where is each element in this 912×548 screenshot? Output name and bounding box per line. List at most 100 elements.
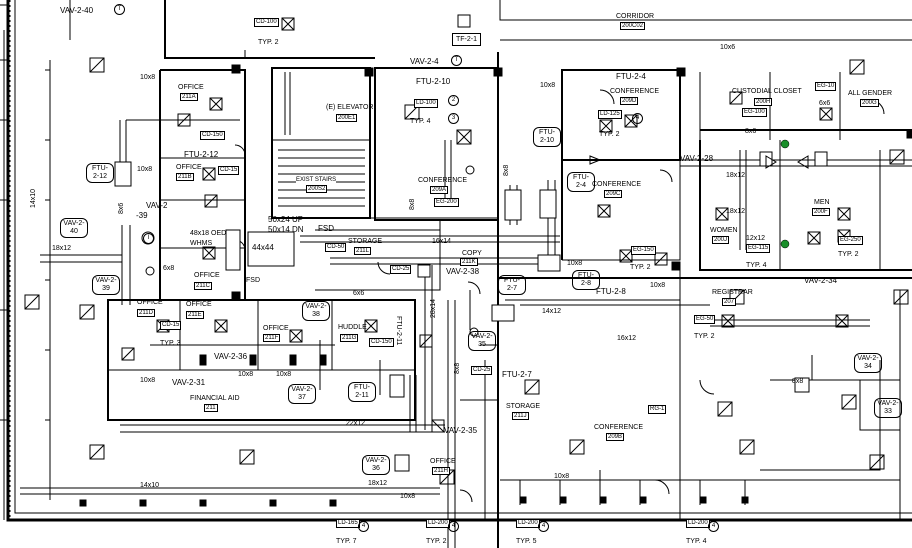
typ-2-label-d: TYP. 2 [838, 251, 859, 258]
vav-2-4-tag: VAV-2-4 [410, 57, 439, 66]
duct-size-6x8: 6x8 [163, 265, 175, 272]
room-number-211d: 211D [137, 309, 155, 317]
room-name-211l: STORAGE [348, 238, 383, 245]
room-name-209c: CONFERENCE [592, 181, 642, 188]
typ-3-label: TYP. 3 [160, 340, 181, 347]
ftu-2-12-hex: FTU-2-12 [86, 163, 114, 183]
ftu-2-11-vertical-tag: FTU-2-11 [395, 316, 402, 346]
ld-125-tag: LD-125 [598, 110, 622, 119]
eg-50-tag: EG-50 [694, 315, 716, 324]
duct-size-10x8-e: 10x8 [238, 371, 254, 378]
vav-2-38-tag: VAV-2-38 [446, 267, 480, 276]
room-name-200e1: (E) ELEVATOR [326, 104, 374, 111]
room-name-211d: OFFICE [137, 299, 163, 306]
typ-2-label-e: TYP. 2 [694, 333, 715, 340]
room-name-200s2: EXIST STAIRS [296, 177, 337, 183]
room-number-211b: 211B [176, 173, 194, 181]
duct-size-6x6-b: 6x6 [353, 290, 365, 297]
vav-2-39-hex: VAV-2-39 [92, 275, 120, 295]
room-number-200e1: 200E1 [336, 114, 358, 122]
typ-4-label-b: TYP. 4 [746, 262, 767, 269]
duct-size-10x8-f: 10x8 [276, 371, 292, 378]
room-name-207: REGISTRAR [712, 289, 753, 296]
vav-2-34-tag: VAV-2-34 [804, 276, 838, 285]
ftu-2-4-hex-label: FTU-2-4 [573, 174, 589, 189]
ftu-2-8-hex-label: FTU-2-8 [578, 272, 594, 287]
vav-2-34-hex-label: VAV-2-34 [857, 355, 879, 370]
thermostat-symbol-a: T [114, 4, 125, 15]
room-number-200c02: 200C02 [620, 22, 646, 30]
room-name-211f: OFFICE [263, 325, 289, 332]
cd-150-tag-b: CD-150 [369, 338, 394, 347]
room-number-207: 207 [722, 298, 737, 306]
ftu-2-8-hex: FTU-2-8 [572, 270, 600, 290]
room-name-200g: ALL GENDER [848, 90, 893, 97]
duct-size-8x6-b: 8x6 [118, 202, 125, 214]
duct-size-28x14: 28x14 [430, 298, 437, 318]
ld-165-tag: LD-165 [336, 519, 360, 528]
room-number-211c: 211C [194, 282, 212, 290]
thermostat-symbol-b: T [451, 55, 462, 66]
ld-200-tag-b: LD-200 [516, 519, 540, 528]
room-number-209a: 209A [430, 186, 449, 194]
vav-2-33-hex: VAV-2-33 [874, 398, 902, 418]
duct-size-8x8-c: 8x8 [409, 198, 416, 210]
duct-size-18x12-c: 18x12 [726, 208, 746, 215]
typ-7-label: TYP. 7 [336, 538, 357, 545]
room-number-211g: 211G [340, 334, 359, 342]
room-number-209b: 209B [606, 433, 625, 441]
eg-10-tag: EG-10 [815, 82, 837, 91]
duct-size-6x6: 6x6 [819, 100, 831, 107]
duct-size-8x8-a: 8x8 [454, 362, 461, 374]
eg-200-tag: EG-200 [434, 198, 459, 207]
vav-2-31-tag: VAV-2-31 [172, 378, 206, 387]
duct-size-10x8-c: 10x8 [540, 82, 556, 89]
rg-1-tag: RG-1 [648, 405, 667, 414]
tf-2-1-tag: TF-2-1 [452, 33, 481, 46]
room-number-211: 211 [204, 404, 218, 412]
vav-2-28-tag: VAV-2-28 [680, 154, 714, 163]
duct-size-10x8-b: 10x8 [137, 166, 153, 173]
cd-100-tag: CD-100 [254, 18, 279, 27]
vav-2-34-hex: VAV-2-34 [854, 353, 882, 373]
room-name-211c: OFFICE [194, 272, 220, 279]
room-number-211j: 211J [512, 412, 529, 420]
vav-2-35-tag: VAV-2-35 [444, 426, 478, 435]
room-number-200j: 200J [712, 236, 730, 244]
ld-200-tag-a: LD-200 [426, 519, 450, 528]
ftu-2-7-hex: FTU-2-7 [498, 275, 526, 295]
vav-2-36-hex: VAV-2-36 [362, 455, 390, 475]
callout-circle-3: 3 [448, 113, 459, 124]
duct-size-8x8-b: 8x8 [503, 164, 510, 176]
ftu-2-10-hex: FTU-2-10 [533, 127, 561, 147]
eg-100-tag: EG-100 [742, 108, 767, 117]
tf-2-1-label: TF-2-1 [456, 36, 477, 43]
cd-50-tag: CD-50 [325, 243, 347, 252]
vav-2-40-hex-label: VAV-2-40 [63, 220, 85, 235]
duct-size-18x12-a: 18x12 [52, 245, 72, 252]
duct-size-14x10-a: 14x10 [30, 188, 37, 208]
callout-circle-2: 2 [448, 95, 459, 106]
vav-2-39-tag-bottom: -39 [136, 211, 148, 220]
duct-size-14x12: 14x12 [542, 308, 562, 315]
ftu-2-10-hex-label: FTU-2-10 [539, 129, 555, 144]
vav-2-39-hex-label: VAV-2-39 [95, 277, 117, 292]
duct-size-12x12: 12x12 [746, 235, 766, 242]
duct-size-10x8-g: 10x8 [400, 493, 416, 500]
room-name-209a: CONFERENCE [418, 177, 468, 184]
duct-label-whms: WHMS [190, 240, 213, 247]
vav-2-38-hex: VAV-2-38 [302, 301, 330, 321]
room-number-200s2: 200S2 [306, 185, 328, 193]
typ-2-label-c: TYP. 2 [630, 264, 651, 271]
duct-size-18x12-d: 18x12 [368, 480, 388, 487]
callout-circle-4-d: 4 [538, 521, 549, 532]
typ-4-label: TYP. 4 [410, 118, 431, 125]
eg-115-tag: EG-115 [746, 244, 771, 253]
callout-circle-4-c: 4 [448, 521, 459, 532]
room-name-200j: WOMEN [710, 227, 738, 234]
typ-2-label-f: TYP. 2 [426, 538, 447, 545]
room-name-200c02: CORRIDOR [616, 13, 655, 20]
room-name-211: FINANCIAL AID [190, 395, 240, 402]
ftu-2-10-tag: FTU-2-10 [416, 77, 451, 86]
eg-250-tag: EG-250 [838, 236, 863, 245]
